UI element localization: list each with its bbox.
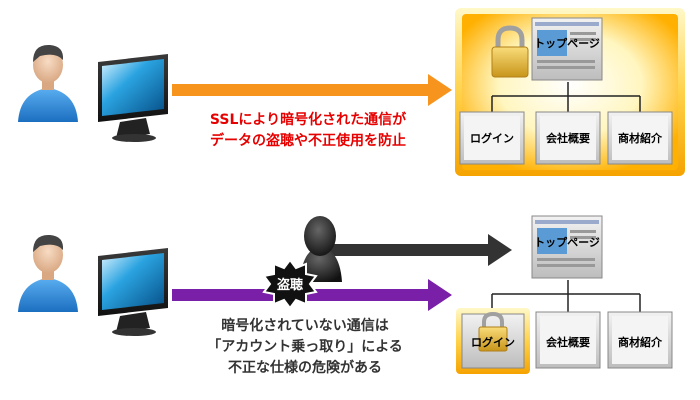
secure-scenario: SSLにより暗号化された通信が データの盗聴や不正使用を防止	[18, 8, 685, 176]
page-node-label: 会社概要	[546, 335, 590, 349]
user-figure-bottom	[18, 234, 78, 312]
user-figure-top	[18, 44, 78, 122]
insecure-caption-line2: 「アカウント乗っ取り」による	[207, 338, 403, 355]
page-node-label: 商材紹介	[618, 131, 663, 145]
monitor-top	[98, 54, 168, 142]
lock-icon	[491, 25, 529, 78]
page-node-label: ログイン	[471, 335, 515, 349]
insecure-caption-line3: 不正な仕様の危険がある	[228, 359, 382, 376]
insecure-caption-line1: 暗号化されていない通信は	[221, 317, 389, 334]
attacker-arrow	[318, 234, 512, 266]
page-node-bottom-products: 商材紹介	[607, 311, 673, 369]
page-node-label: 会社概要	[546, 131, 590, 145]
page-node-bottom-company: 会社概要	[535, 311, 601, 369]
page-node-label: ログイン	[470, 131, 514, 145]
secure-caption-line2: データの盗聴や不正使用を防止	[210, 132, 406, 149]
unencrypted-arrow	[172, 279, 452, 311]
page-node-top-toppage: トップページ	[531, 17, 603, 81]
page-node-bottom-login: ログイン	[456, 308, 530, 374]
site-tree-lines-bottom	[491, 280, 641, 312]
attacker-figure	[300, 216, 342, 282]
eavesdrop-badge: 盗聴	[262, 258, 318, 310]
page-node-top-products: 商材紹介	[607, 111, 673, 165]
insecure-scenario: 盗聴 暗号化されていない通信は 「アカウント乗っ取り」による 不正な仕様の危険が…	[18, 215, 673, 376]
site-tree-lines-top	[491, 82, 641, 112]
eavesdrop-badge-label: 盗聴	[277, 277, 303, 293]
page-node-label: 商材紹介	[618, 335, 663, 349]
page-node-bottom-toppage: トップページ	[531, 215, 603, 279]
monitor-bottom	[98, 248, 168, 336]
secure-caption-line1: SSLにより暗号化された通信が	[210, 111, 407, 128]
page-node-top-company: 会社概要	[535, 111, 601, 165]
encrypted-arrow	[172, 74, 452, 106]
page-node-label: トップページ	[534, 36, 600, 50]
page-node-top-login: ログイン	[459, 111, 525, 165]
page-node-label: トップページ	[534, 235, 600, 249]
